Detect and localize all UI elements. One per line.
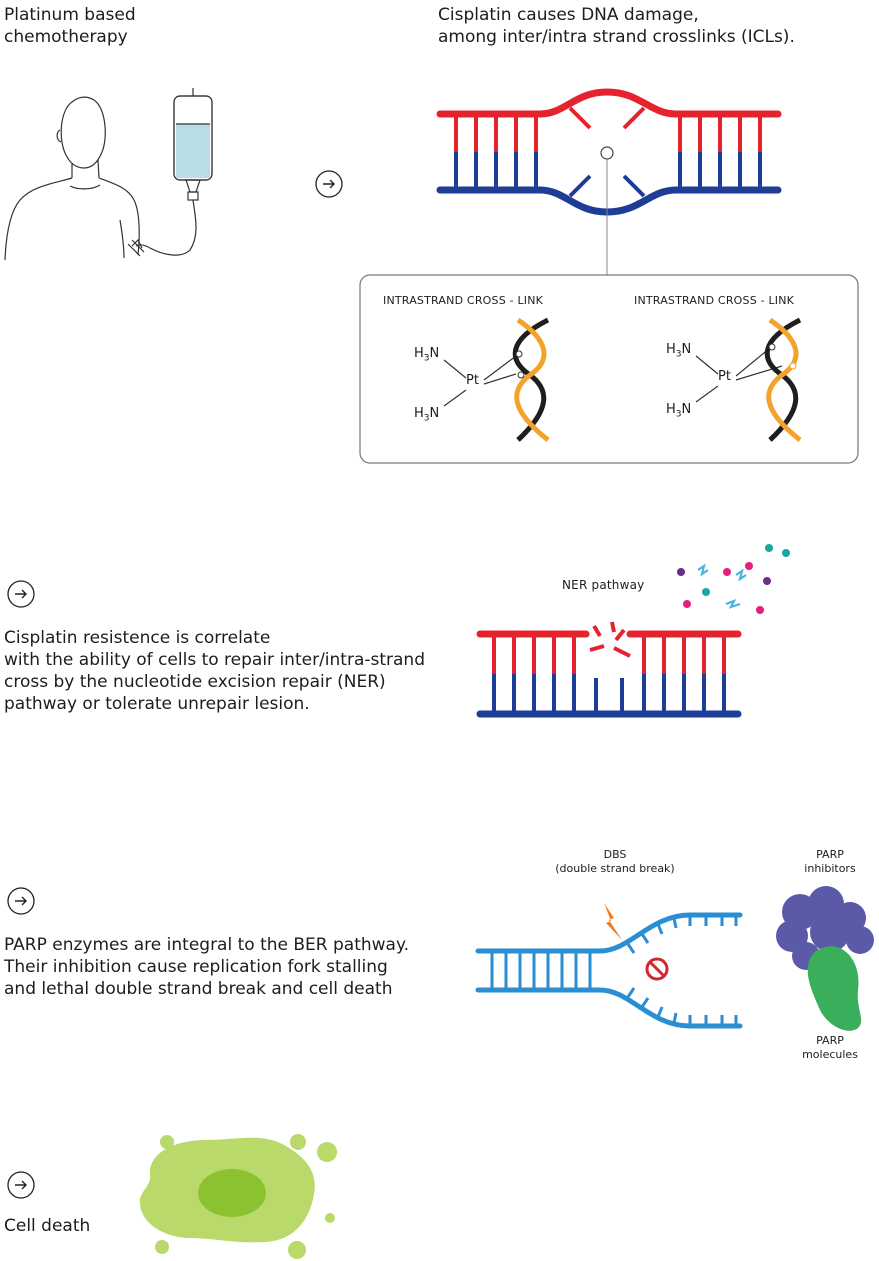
- iv-bag-icon: [127, 88, 213, 257]
- chem-pt-right: Pt: [718, 369, 731, 384]
- arrow-right-circle-icon: [7, 887, 35, 915]
- dna-damage-label: Cisplatin causes DNA damage, among inter…: [438, 5, 795, 47]
- chem-h3n-left-top: H3N: [414, 346, 440, 364]
- ner-description: Cisplatin resistence is correlate with t…: [4, 628, 425, 714]
- forbidden-icon: [645, 957, 669, 981]
- person-icon: [4, 96, 143, 261]
- crosslink-right-title: INTRASTRAND CROSS - LINK: [634, 294, 795, 307]
- chem-h3n-right-top: H3N: [666, 342, 692, 360]
- dbs-label: DBS (double strand break): [555, 848, 675, 875]
- parp-inhibitors-label: PARP inhibitors: [804, 848, 856, 875]
- chemotherapy-label: Platinum based chemotherapy: [4, 5, 136, 47]
- parp-molecules-label: PARP molecules: [802, 1034, 858, 1061]
- crosslink-left-title: INTRASTRAND CROSS - LINK: [383, 294, 544, 307]
- arrow-right-circle-icon: [7, 1171, 35, 1199]
- ner-pathway-label: NER pathway: [562, 578, 645, 592]
- cell-death-label: Cell death: [4, 1216, 91, 1236]
- chem-h3n-left-bottom: H3N: [414, 406, 440, 424]
- chem-h3n-right-bottom: H3N: [666, 402, 692, 420]
- arrow-right-circle-icon: [315, 170, 343, 198]
- arrow-right-circle-icon: [7, 580, 35, 608]
- parp-description: PARP enzymes are integral to the BER pat…: [4, 935, 410, 999]
- chem-pt-left: Pt: [466, 373, 479, 388]
- lightning-icon: [604, 903, 622, 940]
